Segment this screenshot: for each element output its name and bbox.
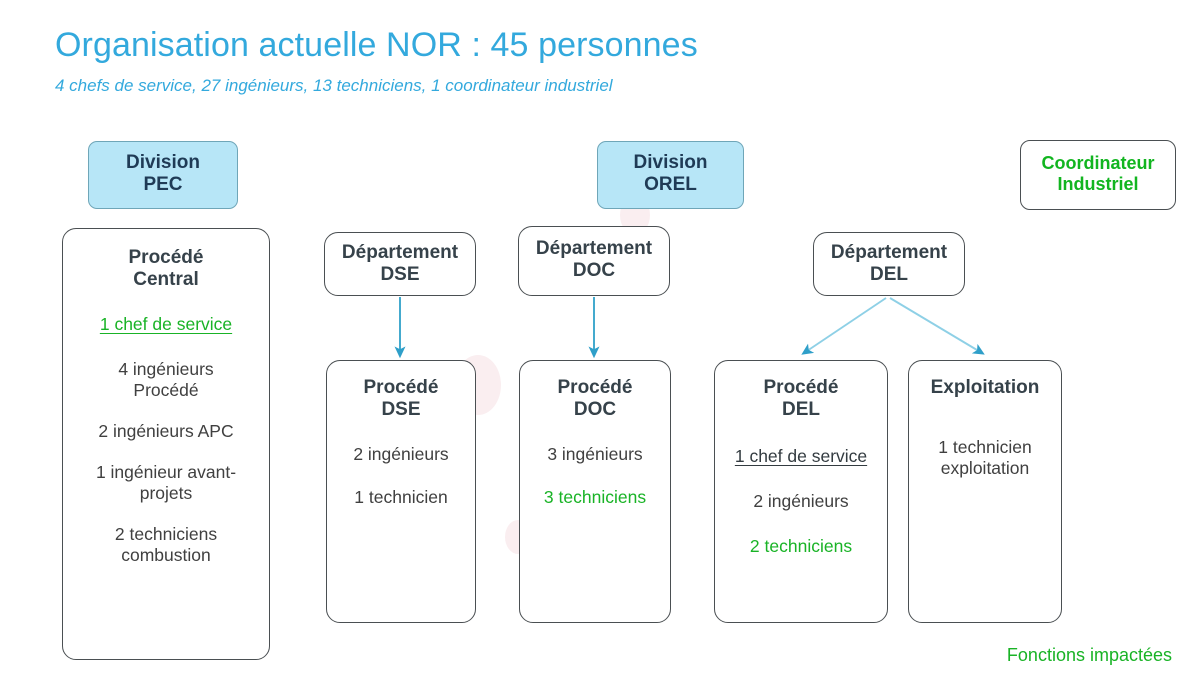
department-box-dse[interactable]: Département DSE [324, 232, 476, 296]
staff-line: 1 chef de service [734, 445, 868, 466]
unit-procede-del-staff-list: 1 chef de service 2 ingénieurs 2 technicie… [715, 446, 887, 581]
coordinator-line2: Industriel [1057, 174, 1139, 195]
division-orel-title: Division OREL [598, 152, 743, 197]
unit-procede-central-line2: Central [133, 269, 199, 291]
staff-line: 1 technicien [354, 486, 448, 507]
department-dse-title: Département DSE [325, 242, 475, 287]
unit-box-procede-del[interactable]: Procédé DEL 1 chef de service 2 ingénieur… [714, 360, 888, 623]
department-doc-title: Département DOC [519, 238, 669, 283]
department-del-title: Département DEL [814, 242, 964, 287]
staff-line: 2 techniciens [749, 535, 853, 556]
division-orel-line2: OREL [644, 174, 697, 196]
unit-exploitation-line1: Exploitation [930, 377, 1040, 398]
unit-box-procede-dse[interactable]: Procédé DSE 2 ingénieurs 1 technicien [326, 360, 476, 623]
unit-procede-dse-staff-list: 2 ingénieurs 1 technicien [327, 444, 475, 530]
unit-procede-dse-line1: Procédé [363, 377, 439, 398]
division-pec-line1: Division [126, 152, 200, 173]
unit-procede-doc-title: Procédé DOC [520, 377, 670, 422]
coordinator-line1: Coordinateur [1041, 153, 1155, 173]
unit-procede-central-title: Procédé Central [63, 247, 269, 292]
division-box-orel[interactable]: Division OREL [597, 141, 744, 209]
unit-exploitation-title: Exploitation [909, 377, 1061, 399]
staff-line: 2 ingénieurs APC [98, 420, 234, 441]
department-doc-line2: DOC [572, 260, 616, 282]
staff-line: 1 chef de service [99, 313, 233, 334]
department-del-line2: DEL [870, 264, 908, 286]
unit-procede-doc-staff-list: 3 ingénieurs 3 techniciens [520, 444, 670, 530]
department-del-line1: Département [830, 242, 948, 263]
staff-line: 1 ingénieur avant-projets [95, 461, 237, 503]
unit-box-procede-doc[interactable]: Procédé DOC 3 ingénieurs 3 techniciens [519, 360, 671, 623]
page-subtitle: 4 chefs de service, 27 ingénieurs, 13 te… [55, 76, 613, 95]
page-title: Organisation actuelle NOR : 45 personnes [55, 26, 698, 64]
division-box-pec[interactable]: Division PEC [88, 141, 238, 209]
department-box-doc[interactable]: Département DOC [518, 226, 670, 296]
unit-procede-doc-line2: DOC [573, 399, 617, 421]
coordinator-box[interactable]: Coordinateur Industriel [1020, 140, 1176, 210]
unit-procede-central-line1: Procédé [128, 247, 204, 268]
connector-del-procede [801, 297, 887, 355]
connector-del-exploitation [889, 297, 985, 355]
unit-procede-del-line2: DEL [782, 399, 820, 421]
unit-box-procede-central[interactable]: Procédé Central 1 chef de service 4 ingén… [62, 228, 270, 660]
unit-procede-doc-line1: Procédé [557, 377, 633, 398]
department-box-del[interactable]: Département DEL [813, 232, 965, 296]
staff-line: 2 ingénieurs [753, 490, 849, 511]
division-orel-line1: Division [633, 152, 708, 173]
department-dse-line2: DSE [380, 264, 420, 286]
department-doc-line1: Département [535, 238, 653, 259]
division-pec-title: Division PEC [89, 152, 237, 197]
unit-procede-del-line1: Procédé [763, 377, 839, 398]
unit-procede-del-title: Procédé DEL [715, 377, 887, 422]
coordinator-title: Coordinateur Industriel [1021, 153, 1175, 195]
staff-line: 3 techniciens [543, 486, 647, 507]
staff-line: 3 ingénieurs [547, 443, 643, 464]
legend-fonctions-impactees: Fonctions impactées [1006, 645, 1172, 665]
unit-procede-dse-title: Procédé DSE [327, 377, 475, 422]
division-pec-line2: PEC [143, 174, 183, 196]
department-dse-line1: Département [341, 242, 459, 263]
staff-line: 2 ingénieurs [353, 443, 449, 464]
unit-procede-dse-line2: DSE [381, 399, 421, 421]
